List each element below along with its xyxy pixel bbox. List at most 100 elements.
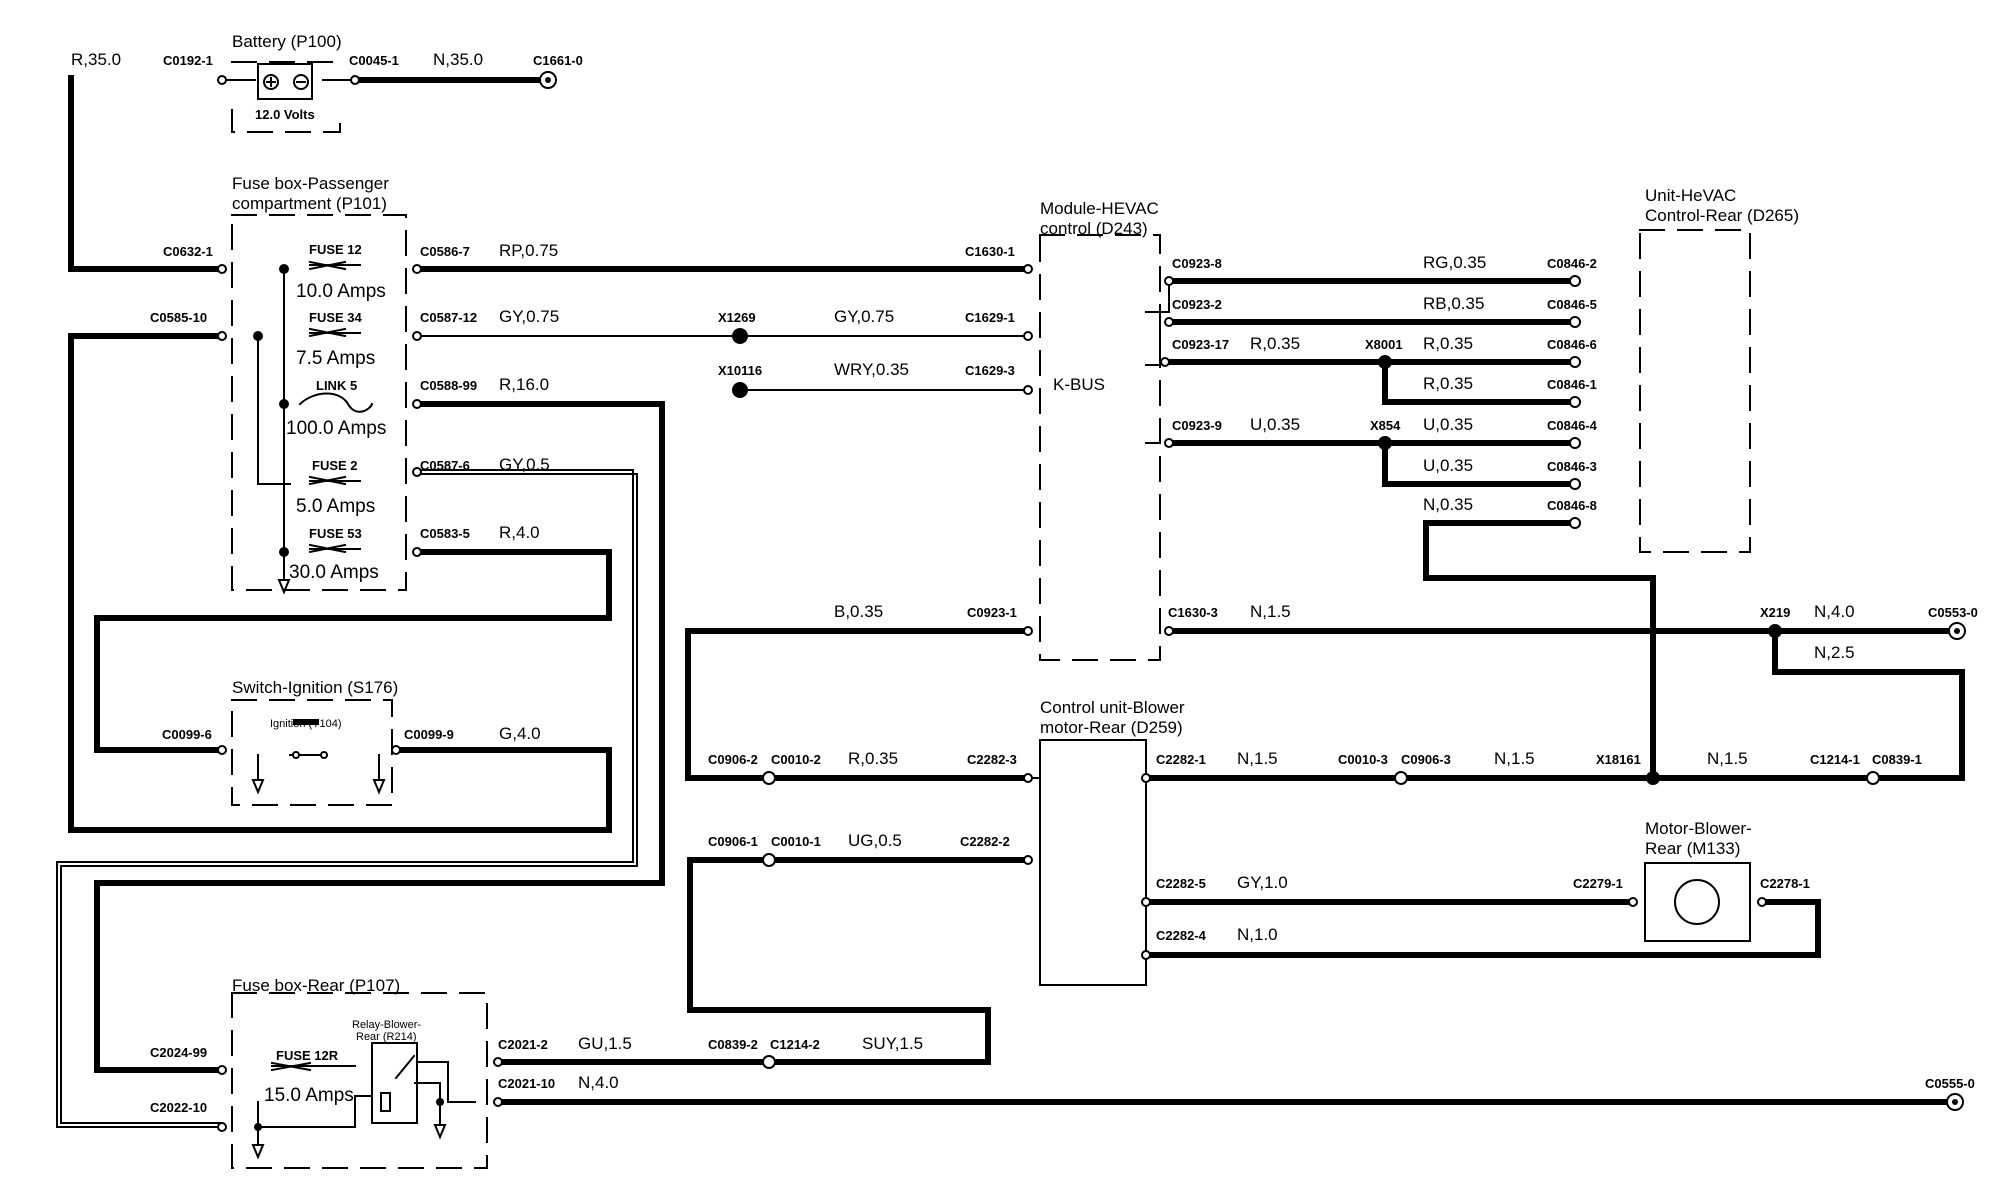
splice-dot: [436, 1098, 444, 1106]
connector-label: C0846-2: [1547, 256, 1597, 271]
wire-hevac-ret: [1145, 280, 1170, 313]
ignition-inner-label: Ignition (Y104): [270, 718, 342, 730]
pin-c0846-5: [1569, 316, 1581, 328]
wire-label: GY,0.75: [499, 307, 559, 326]
connector-label: C0585-10: [150, 310, 207, 325]
fuse-name: LINK 5: [316, 378, 357, 393]
pin-c0846-3: [1569, 478, 1581, 490]
pin-c0099-6: [217, 745, 227, 755]
pin-c2278-1: [1757, 897, 1767, 907]
connector-label: C1630-3: [1168, 605, 1218, 620]
battery-minus-terminal: [293, 74, 309, 90]
connector-label: C0192-1: [163, 53, 213, 68]
pin-c0587-6: [412, 467, 422, 477]
pin-c0585-10: [217, 331, 227, 341]
pin-c2024-99: [217, 1065, 227, 1075]
splice-dot: [279, 399, 289, 409]
wire-label: N,1.5: [1494, 749, 1535, 768]
wire-label: R,35.0: [71, 50, 121, 69]
connector-label: C0010-2: [771, 752, 821, 767]
splice-x18161: [1646, 771, 1660, 785]
connector-label: X854: [1370, 418, 1401, 433]
wire-label: N,1.0: [1237, 925, 1278, 944]
wire-label: N,1.5: [1250, 602, 1291, 621]
wire-b035: [685, 628, 1031, 781]
wire-label: RG,0.35: [1423, 253, 1486, 272]
connector-label: C2282-1: [1156, 752, 1206, 767]
wire-label: RB,0.35: [1423, 294, 1484, 313]
pin-ignition-a: [292, 751, 300, 759]
fusebox-passenger-title-2: compartment (P101): [232, 194, 387, 213]
connector-label: C0586-7: [420, 244, 470, 259]
splice-dot: [253, 331, 263, 341]
connector-label: X1269: [718, 310, 756, 325]
pin-c0846-8: [1569, 517, 1581, 529]
bus-fuse-mid: [257, 335, 291, 485]
wire-label: N,1.5: [1707, 749, 1748, 768]
wire-label: R,0.35: [848, 749, 898, 768]
fuse-12r-symbol: [270, 1061, 356, 1072]
pin-c2282-2: [1023, 855, 1033, 865]
connector-label: C0587-6: [420, 458, 470, 473]
connector-label: C0923-17: [1172, 337, 1229, 352]
blower-ctrl-title-1: Control unit-Blower: [1040, 698, 1185, 717]
connector-label: C0923-1: [967, 605, 1017, 620]
connector-label: C1214-2: [770, 1037, 820, 1052]
fuse-rating: 10.0 Amps: [296, 281, 386, 302]
fuse-symbols: [270, 260, 374, 1072]
pin-c2282-4: [1141, 950, 1151, 960]
wire-label: N,0.35: [1423, 495, 1473, 514]
splice-x1269: [732, 328, 748, 344]
hevac-rear-outline: [1639, 229, 1751, 553]
wire-r4: [94, 549, 612, 753]
wire-label: N,4.0: [578, 1073, 619, 1092]
wire-r035b: [1382, 359, 1578, 405]
battery-outline-bottom: [231, 109, 341, 133]
solid-boxes: [257, 63, 1751, 1124]
connector-label: C0010-3: [1338, 752, 1388, 767]
fuse-labels: FUSE 12 10.0 Amps FUSE 34 7.5 Amps LINK …: [264, 242, 386, 1106]
blower-motor-box: [1644, 862, 1751, 942]
pin-c0010-2: [762, 771, 776, 785]
connector-label: C2282-5: [1156, 876, 1206, 891]
pin-c0192-1: [217, 75, 227, 85]
fuse-name: FUSE 53: [309, 526, 362, 541]
pin-c1630-1: [1023, 264, 1033, 274]
relay-link: [416, 1061, 476, 1103]
connector-label: C0099-9: [404, 727, 454, 742]
fuse-rating: 5.0 Amps: [296, 496, 375, 517]
connector-label: C0846-4: [1547, 418, 1598, 433]
wire-hevac-r17: [1145, 321, 1161, 366]
relay-box: [371, 1042, 418, 1124]
battery-body: [257, 63, 313, 100]
connector-label: C0099-6: [162, 727, 212, 742]
switch-ignition-title: Switch-Ignition (S176): [232, 678, 398, 697]
fuse-34-symbol: [308, 327, 361, 338]
connector-label: C0906-3: [1401, 752, 1451, 767]
connector-label: C2282-3: [967, 752, 1017, 767]
connector-label: C0553-0: [1928, 605, 1978, 620]
fusebox-passenger-title-1: Fuse box-Passenger: [232, 174, 389, 193]
wire-label: WRY,0.35: [834, 360, 909, 379]
pin-c0099-9: [391, 745, 401, 755]
wire-label: U,0.35: [1250, 415, 1300, 434]
hevac-rear-title-1: Unit-HeVAC: [1645, 186, 1736, 205]
wire-label: GU,1.5: [578, 1034, 632, 1053]
blower-motor-title-1: Motor-Blower-: [1645, 819, 1752, 838]
connector-label: C2022-10: [150, 1100, 207, 1115]
pin-c0846-6: [1569, 356, 1581, 368]
splice-dot: [254, 1123, 262, 1131]
pin-c1629-3: [1023, 385, 1033, 395]
wire-label: N,4.0: [1814, 602, 1855, 621]
wire-label: N,35.0: [433, 50, 483, 69]
wire-n035: [1423, 520, 1656, 781]
connector-label: C0588-99: [420, 378, 477, 393]
pin-c0583-5: [412, 547, 422, 557]
fuse-rating: 30.0 Amps: [289, 562, 379, 583]
wire-label: R,0.35: [1423, 374, 1473, 393]
connector-label: C0587-12: [420, 310, 477, 325]
splice-x219: [1768, 624, 1782, 638]
ground-rear-left: [251, 1126, 265, 1160]
connector-label: C0923-9: [1172, 418, 1222, 433]
